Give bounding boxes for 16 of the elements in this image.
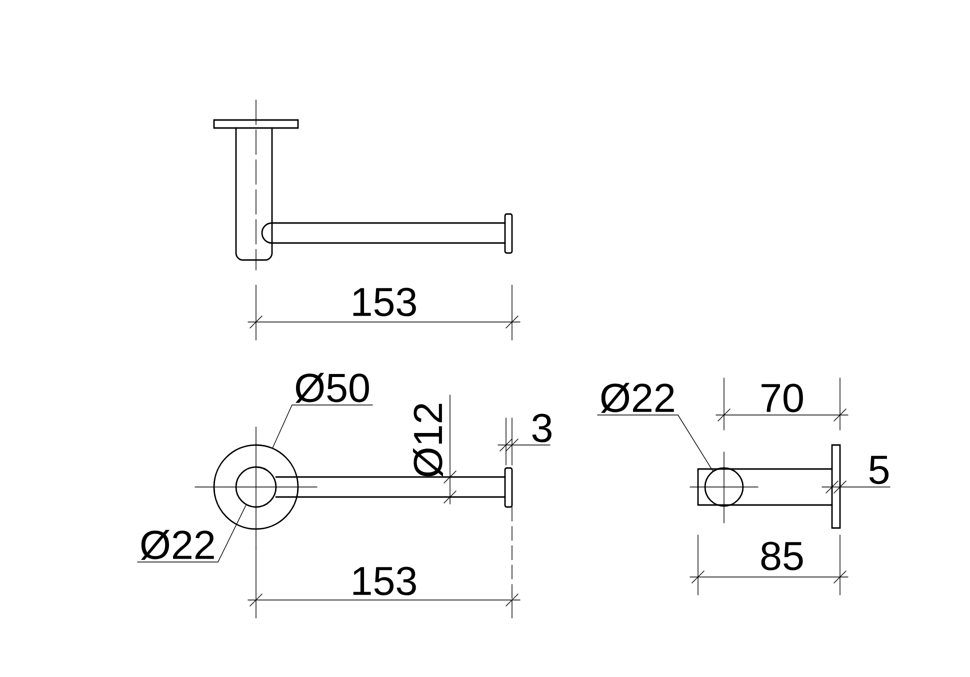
dimension-text: 153	[353, 288, 416, 316]
dimension-text: 85	[761, 542, 803, 570]
dimension-text: 5	[869, 456, 889, 484]
circle-outline	[704, 467, 744, 507]
circle-outline	[213, 444, 299, 530]
dimension-label: Ø22	[140, 530, 214, 560]
dimension-text: 70	[762, 384, 803, 412]
dimension-text: 3	[532, 414, 552, 442]
circle-outline	[235, 466, 277, 508]
dimension-label: Ø50	[296, 372, 369, 403]
leader-line	[137, 504, 246, 562]
dimension-text: 153	[353, 566, 416, 596]
dimension-label: Ø22	[600, 382, 674, 413]
leader-line	[272, 404, 373, 448]
leader-line	[597, 414, 714, 472]
dimension-text: Ø12	[413, 404, 443, 477]
